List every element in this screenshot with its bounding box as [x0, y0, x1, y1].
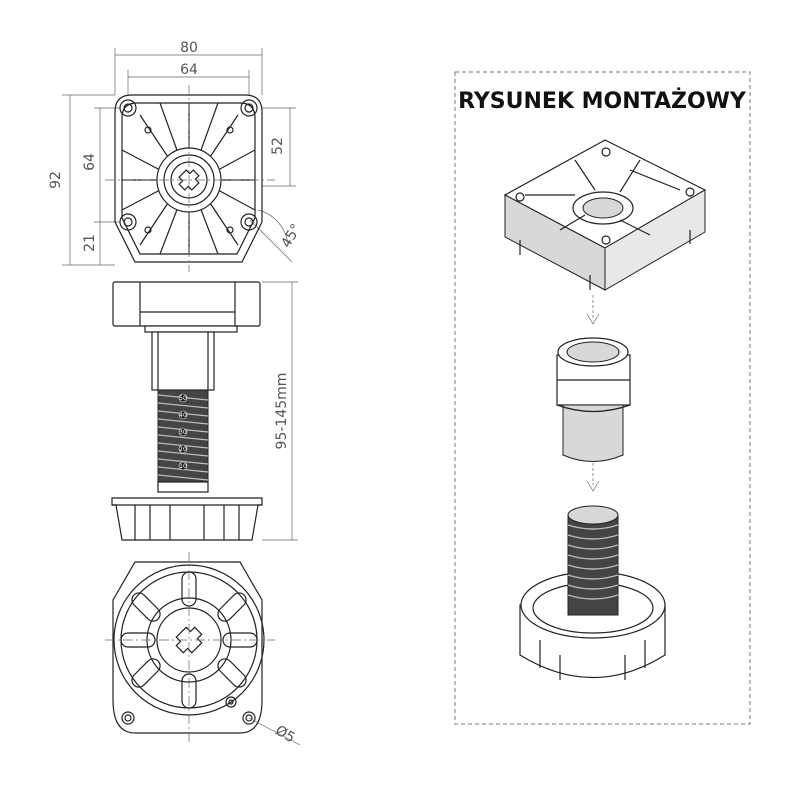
- thread-mark-3: 30: [179, 429, 187, 436]
- dim-offset: 21: [82, 234, 98, 252]
- side-view: 50 40 30 20 10 95-145mm: [111, 281, 298, 541]
- thread-marks: 50 40 30 20 10: [178, 393, 188, 471]
- assembly-base-plate: [503, 139, 707, 291]
- dim-height-right: 52: [270, 137, 286, 155]
- assembly-title: RYSUNEK MONTAŻOWY: [458, 88, 747, 114]
- thread-mark-2: 40: [179, 412, 187, 419]
- assembly-panel: RYSUNEK MONTAŻOWY: [454, 71, 751, 725]
- dim-height-range: 95-145mm: [274, 373, 290, 450]
- top-view-base-plate: 80 64 92 64 21 52 45°: [48, 40, 305, 272]
- dim-height-outer: 92: [48, 171, 64, 189]
- thread-mark-4: 20: [179, 446, 187, 453]
- dim-width-inner: 64: [180, 62, 198, 78]
- thread-mark-5: 10: [179, 463, 187, 470]
- thread-mark-1: 50: [179, 395, 187, 402]
- dim-width-outer: 80: [180, 40, 198, 56]
- dim-angle: 45°: [278, 221, 304, 251]
- assembly-foot-screw: [519, 505, 666, 680]
- dim-height-inner: 64: [82, 153, 98, 171]
- dim-hole-diameter: Ø5: [272, 723, 297, 747]
- assembly-barrel: [556, 337, 631, 462]
- bottom-view-foot: Ø5: [105, 552, 301, 747]
